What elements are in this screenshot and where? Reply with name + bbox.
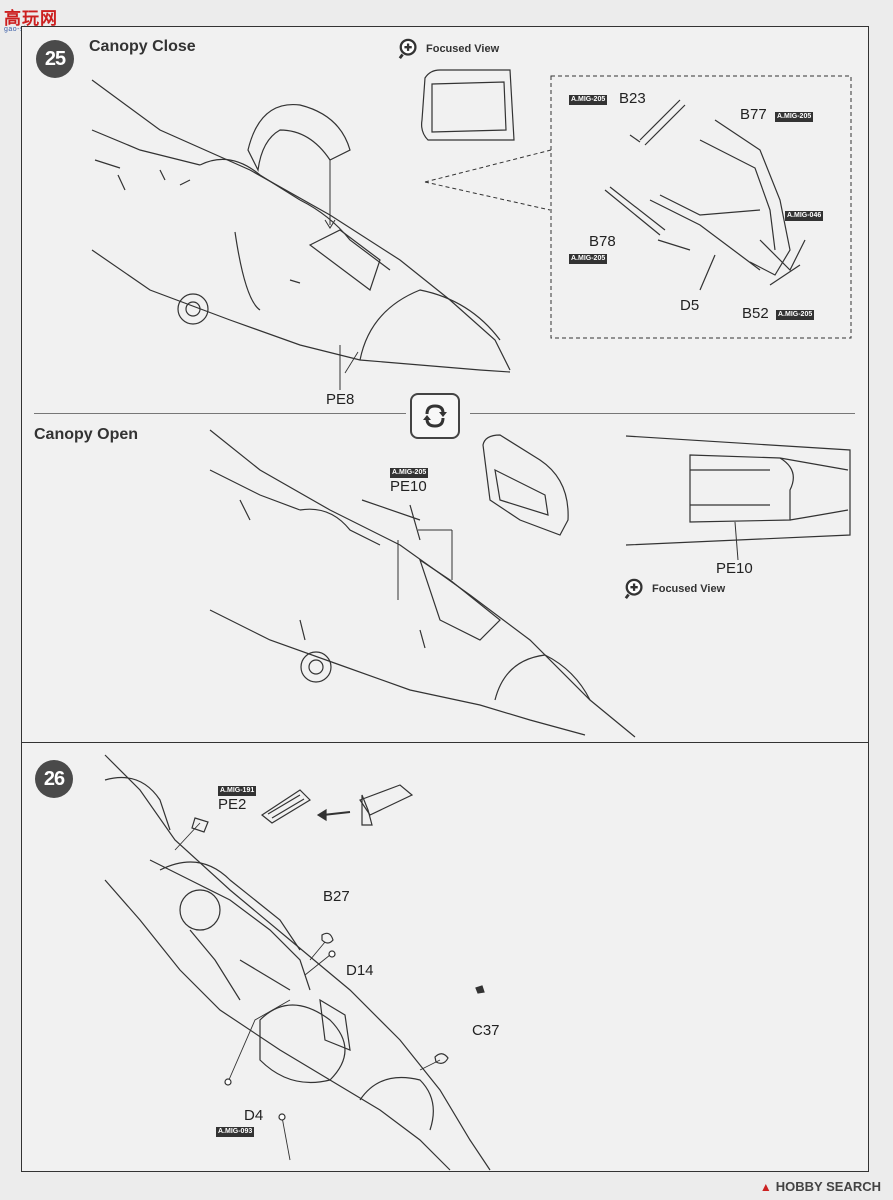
part-pe2-label: PE2 xyxy=(218,796,247,813)
focused-view-label-bottom: Focused View xyxy=(624,578,725,600)
part-c37-label: C37 xyxy=(472,1022,500,1039)
watermark-logo-text: 高玩网 xyxy=(4,9,58,28)
pe2-parts xyxy=(191,784,449,1064)
leader-lines xyxy=(174,351,441,1161)
part-b52-label: B52 xyxy=(742,305,769,322)
canopy-detail-parts xyxy=(604,99,806,291)
focused-view-box xyxy=(424,75,852,339)
d4-marker-1 xyxy=(224,1078,232,1086)
fuselage-drawing-close xyxy=(91,79,511,390)
step-26-number: 26 xyxy=(35,760,73,798)
tag-pe10: A.MIG-205 xyxy=(390,468,429,478)
step-25-number: 25 xyxy=(36,40,74,78)
part-b77-label: B77 xyxy=(740,106,767,123)
sub-divider-left xyxy=(34,413,406,414)
focused-view-label-top: Focused View xyxy=(398,38,499,60)
tag-b52: A.MIG-205 xyxy=(776,310,815,320)
d14-marker xyxy=(328,950,336,958)
magnifier-plus-icon xyxy=(624,578,643,599)
part-b23-label: B23 xyxy=(619,90,646,107)
tag-b77: A.MIG-205 xyxy=(775,112,814,122)
step-divider xyxy=(21,742,869,743)
footer-brand-text: HOBBY SEARCH xyxy=(775,1179,881,1194)
fuselage-drawing-step26 xyxy=(104,754,491,1171)
sub-divider-right xyxy=(470,413,855,414)
rotate-arrows-icon xyxy=(410,393,460,439)
canopy-open-title: Canopy Open xyxy=(34,426,139,443)
arrow-head-icon xyxy=(316,808,327,822)
part-b27-label: B27 xyxy=(323,888,350,905)
part-d4-label: D4 xyxy=(244,1107,264,1124)
canopy-frame-thumbnail xyxy=(421,69,515,141)
d4-marker-2 xyxy=(278,1113,286,1121)
arrow-left-icon xyxy=(322,811,351,816)
car-icon: ▲ xyxy=(759,1179,772,1194)
tag-b78: A.MIG-205 xyxy=(569,254,608,264)
fuselage-drawing-open xyxy=(209,429,636,738)
canopy-close-title: Canopy Close xyxy=(89,38,196,55)
cockpit-top-view xyxy=(625,435,851,561)
part-b78-label: B78 xyxy=(589,233,616,250)
tag-b23: A.MIG-205 xyxy=(569,95,608,105)
magnifier-plus-icon xyxy=(398,38,417,59)
tag-b52-secondary: A.MIG-046 xyxy=(785,211,824,221)
part-pe10-detail-label: PE10 xyxy=(716,560,753,577)
focused-view-text: Focused View xyxy=(426,43,500,55)
part-pe8-label: PE8 xyxy=(326,391,355,408)
footer-brand: ▲ HOBBY SEARCH xyxy=(760,1179,881,1194)
part-pe10-label: PE10 xyxy=(390,478,427,495)
tag-d4: A.MIG-093 xyxy=(216,1127,255,1137)
instruction-frame xyxy=(21,26,869,1172)
part-d14-label: D14 xyxy=(346,962,374,979)
focused-view-text: Focused View xyxy=(652,583,726,595)
part-d5-label: D5 xyxy=(680,297,700,314)
swap-symbol xyxy=(423,404,447,428)
tag-pe2: A.MIG-191 xyxy=(218,786,257,796)
